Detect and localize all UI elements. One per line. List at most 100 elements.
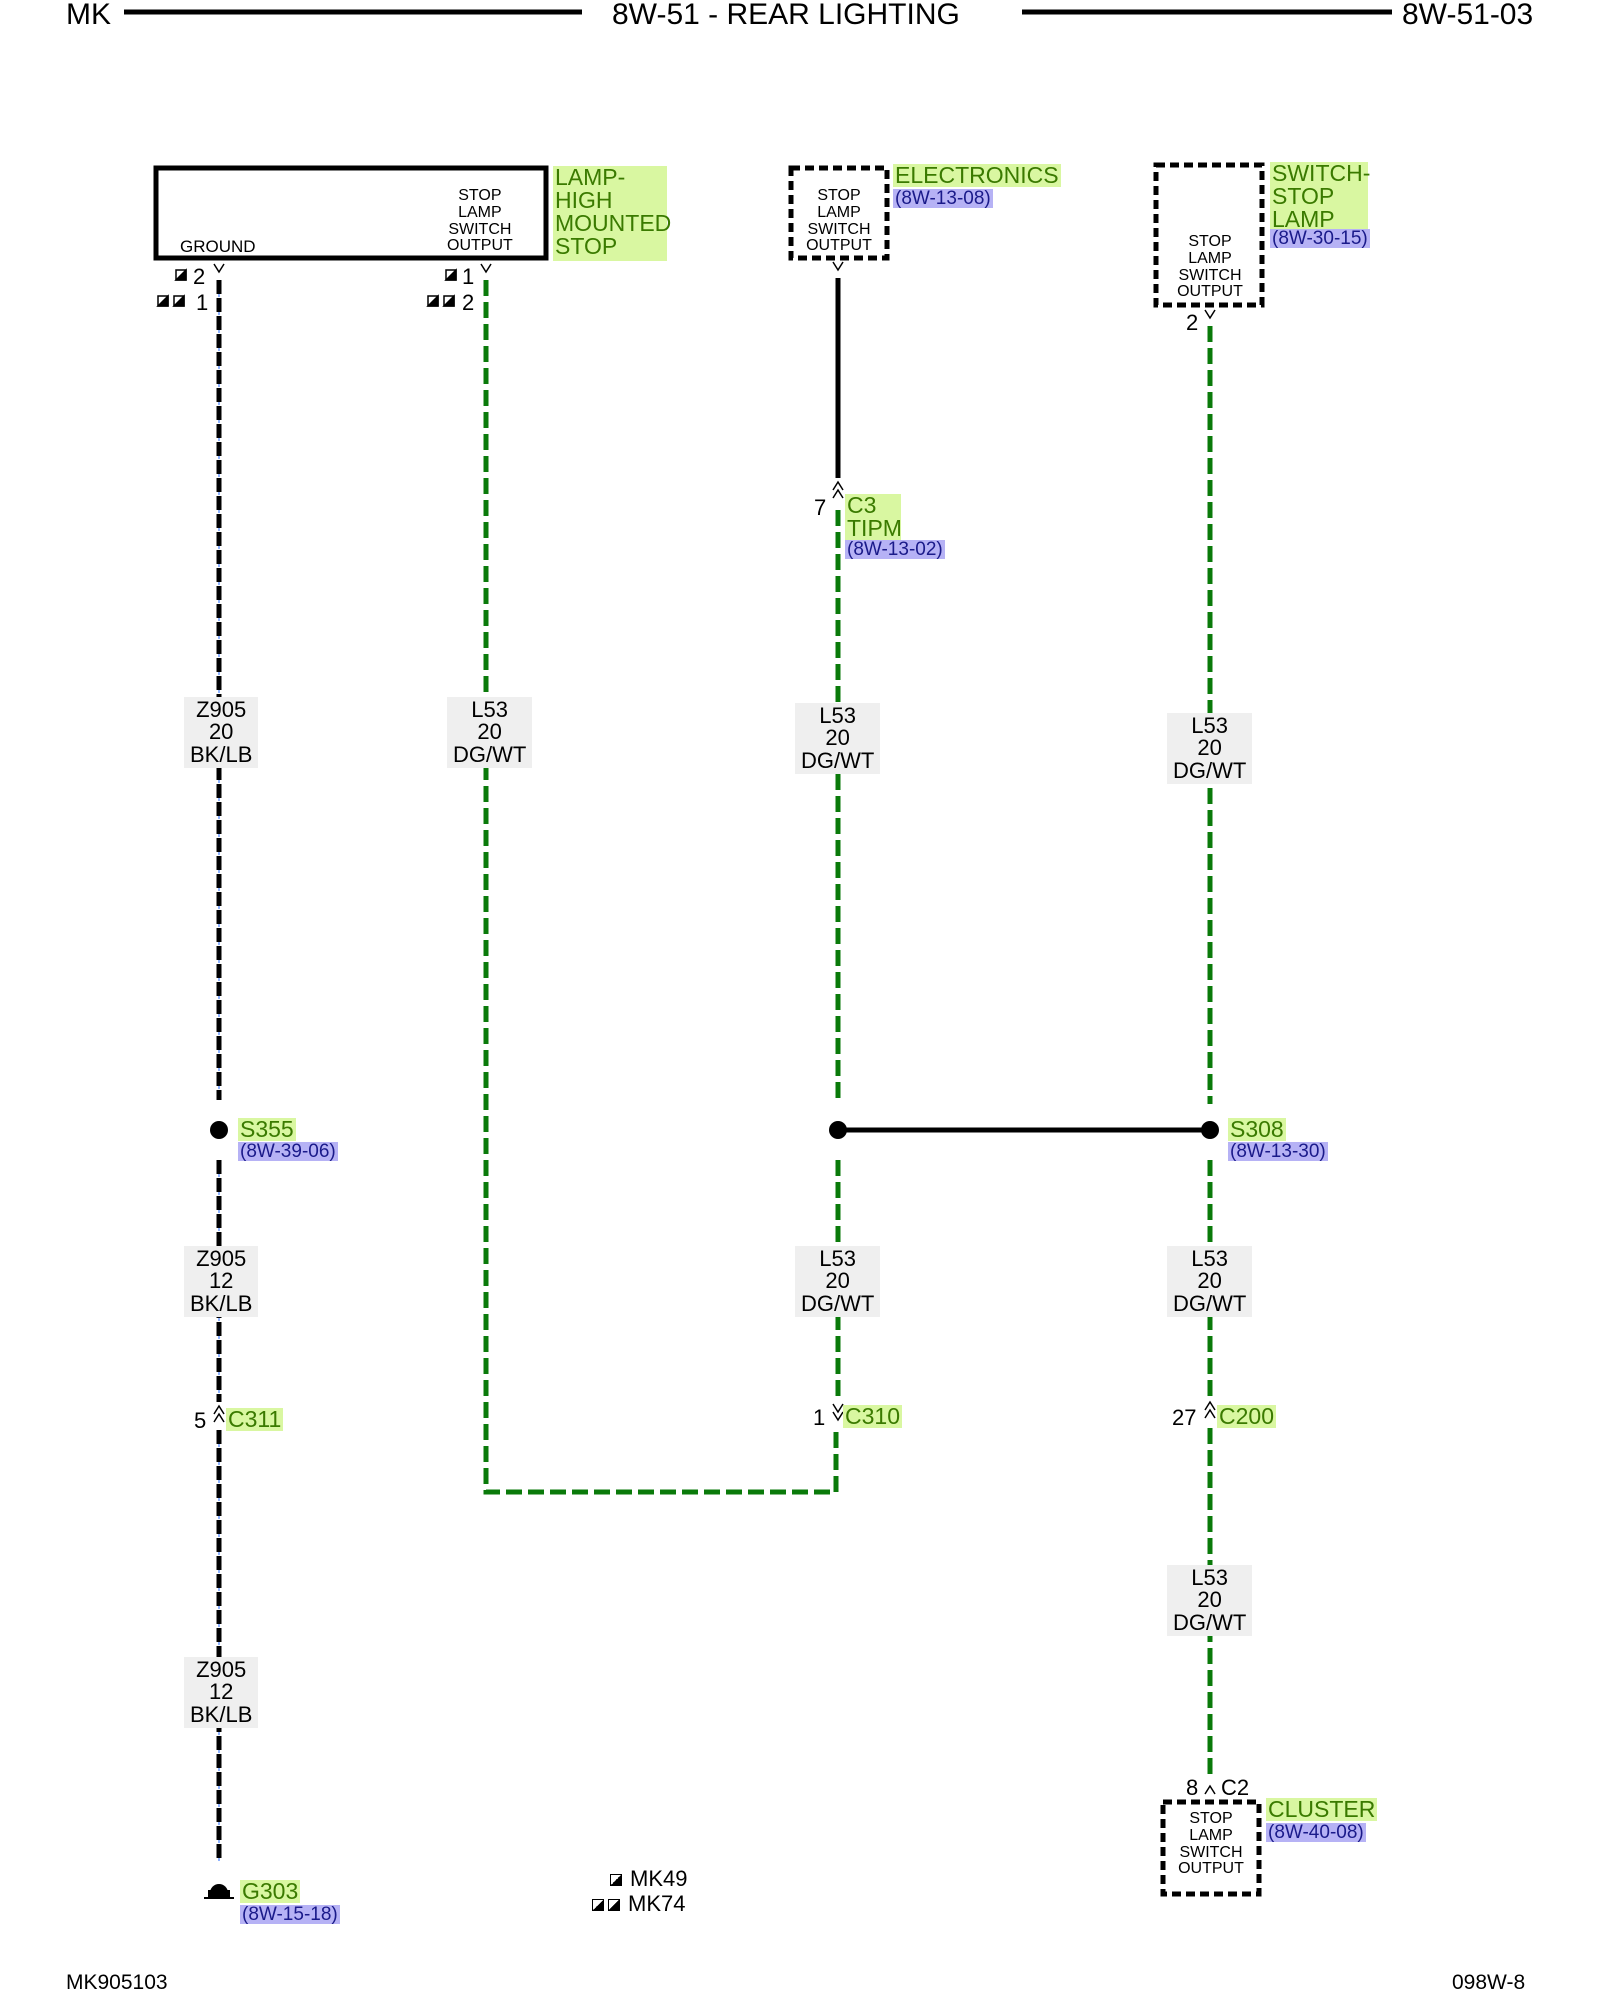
c310-name[interactable]: C310	[843, 1403, 902, 1429]
wire-gauge: 20	[825, 1268, 850, 1294]
label-line: LAMP	[817, 203, 861, 221]
wire-label-l53-s308: L53 20 DG/WT	[1167, 1246, 1253, 1318]
ground-symbol	[204, 1884, 234, 1899]
label-line: STOP	[817, 187, 861, 204]
cluster-connector: C2	[1221, 1775, 1250, 1800]
wire-circuit: L53	[819, 1246, 857, 1271]
chmsl-name[interactable]: LAMP- HIGH MOUNTED STOP	[553, 164, 671, 261]
switch-pin: 2	[1186, 310, 1199, 335]
label-line: STOP	[1188, 233, 1232, 250]
cluster-pin: 8	[1186, 1775, 1199, 1800]
c200-name[interactable]: C200	[1217, 1403, 1276, 1429]
option-markers	[156, 268, 457, 307]
switch-ref[interactable]: (8W-30-15)	[1270, 228, 1370, 249]
splice-s355-dot	[210, 1121, 228, 1139]
label-line: SWITCH	[448, 220, 512, 238]
legend-item-mk74: MK74	[592, 1893, 685, 1915]
electronics-label: STOP LAMP SWITCH OUTPUT	[806, 187, 872, 255]
wire-color: DG/WT	[453, 741, 527, 767]
wire-label-l53-junction: L53 20 DG/WT	[795, 1246, 881, 1318]
double-square-icon-part	[608, 1899, 620, 1911]
wire-gauge: 20	[208, 719, 234, 745]
c311-name[interactable]: C311	[226, 1406, 284, 1432]
name-line: SWITCH-	[1272, 160, 1371, 186]
single-square-icon	[610, 1874, 622, 1886]
wire-circuit: L53	[1191, 1246, 1229, 1271]
chmsl-output-pin-mk74: 2	[462, 290, 475, 315]
wire-label-z905-upper: Z905 20 BK/LB	[184, 697, 259, 769]
wire-circuit: L53	[1191, 713, 1229, 738]
name-line: LAMP-	[555, 164, 626, 190]
wire-circuit: L53	[1191, 1565, 1229, 1590]
wire-label-l53-switch: L53 20 DG/WT	[1167, 713, 1253, 785]
wire-color: BK/LB	[190, 741, 253, 767]
chmsl-ground-pin-mk49: 2	[193, 264, 206, 289]
wire-gauge: 12	[208, 1268, 234, 1294]
wire-label-l53-cluster: L53 20 DG/WT	[1167, 1565, 1253, 1637]
label-line: OUTPUT	[1178, 1860, 1244, 1878]
splice-s308-name[interactable]: S308	[1228, 1116, 1286, 1142]
splice-s308-ref[interactable]: (8W-13-30)	[1228, 1141, 1328, 1162]
label-line: LAMP	[1188, 249, 1232, 267]
name-line: C3	[847, 492, 877, 518]
label-line: STOP	[458, 187, 502, 204]
header-left: MK	[66, 0, 111, 31]
wire-l53-chmsl	[483, 280, 839, 1495]
cluster-ref[interactable]: (8W-40-08)	[1266, 1822, 1366, 1843]
wire-circuit: L53	[471, 697, 509, 722]
header-page-number: 8W-51-03	[1402, 0, 1534, 31]
double-square-icon	[592, 1899, 604, 1911]
splice-s308-dot	[1201, 1121, 1219, 1139]
cluster-box	[1160, 1799, 1262, 1897]
ground-g303-ref[interactable]: (8W-15-18)	[240, 1904, 340, 1925]
wire-color: DG/WT	[1173, 757, 1247, 783]
c3-pin: 7	[814, 495, 827, 520]
c3-ref[interactable]: (8W-13-02)	[845, 539, 945, 560]
legend-item-mk49: MK49	[610, 1868, 687, 1890]
electronics-name[interactable]: ELECTRONICS	[893, 162, 1061, 188]
chmsl-ground-pin-mk74: 1	[196, 290, 209, 315]
splice-s355-name[interactable]: S355	[238, 1116, 296, 1142]
chmsl-ground-label: GROUND	[180, 237, 256, 256]
footer-right: 098W-8	[1452, 1971, 1526, 1994]
wire-circuit: Z905	[196, 1657, 247, 1682]
label-line: LAMP	[458, 203, 502, 221]
legend-text: MK74	[628, 1891, 686, 1916]
wire-circuit: Z905	[196, 1246, 247, 1271]
name-line: STOP	[555, 233, 618, 259]
page-title: 8W-51 - REAR LIGHTING	[612, 0, 960, 31]
splice-s355-ref[interactable]: (8W-39-06)	[238, 1141, 338, 1162]
c3-name[interactable]: C3 TIPM	[845, 492, 902, 541]
wire-label-z905-lower: Z905 12 BK/LB	[184, 1657, 259, 1729]
chmsl-box	[153, 165, 549, 261]
wire-label-l53-tipm: L53 20 DG/WT	[795, 703, 881, 775]
wire-gauge: 12	[208, 1679, 234, 1705]
c311-pin: 5	[194, 1408, 207, 1433]
legend-text: MK49	[630, 1866, 688, 1891]
wire-color: BK/LB	[190, 1290, 253, 1316]
c310-pin: 1	[813, 1405, 826, 1430]
name-line: STOP	[1272, 183, 1335, 209]
wire-gauge: 20	[1197, 1268, 1222, 1294]
label-line: SWITCH	[1179, 1843, 1243, 1861]
cluster-name[interactable]: CLUSTER	[1266, 1796, 1378, 1822]
switch-name[interactable]: SWITCH- STOP LAMP	[1270, 160, 1371, 231]
wire-circuit: L53	[819, 703, 857, 728]
cluster-label: STOP LAMP SWITCH OUTPUT	[1178, 1810, 1244, 1878]
chmsl-output-label: STOP LAMP SWITCH OUTPUT	[447, 187, 513, 255]
ground-g303-name[interactable]: G303	[240, 1878, 301, 1904]
name-line: TIPM	[847, 515, 902, 541]
pin-chevrons	[213, 261, 1216, 1795]
wire-color: DG/WT	[1173, 1290, 1247, 1316]
wire-color: DG/WT	[801, 1290, 875, 1316]
splice-junction-dot	[829, 1121, 847, 1139]
switch-box	[1153, 162, 1265, 308]
label-line: OUTPUT	[806, 237, 872, 255]
label-line: OUTPUT	[1177, 283, 1243, 301]
wire-color: DG/WT	[1173, 1609, 1247, 1635]
chmsl-output-pin-mk49: 1	[462, 264, 475, 289]
label-line: OUTPUT	[447, 237, 513, 255]
wire-gauge: 20	[825, 725, 850, 751]
electronics-box	[788, 165, 890, 261]
electronics-ref[interactable]: (8W-13-08)	[893, 188, 993, 209]
